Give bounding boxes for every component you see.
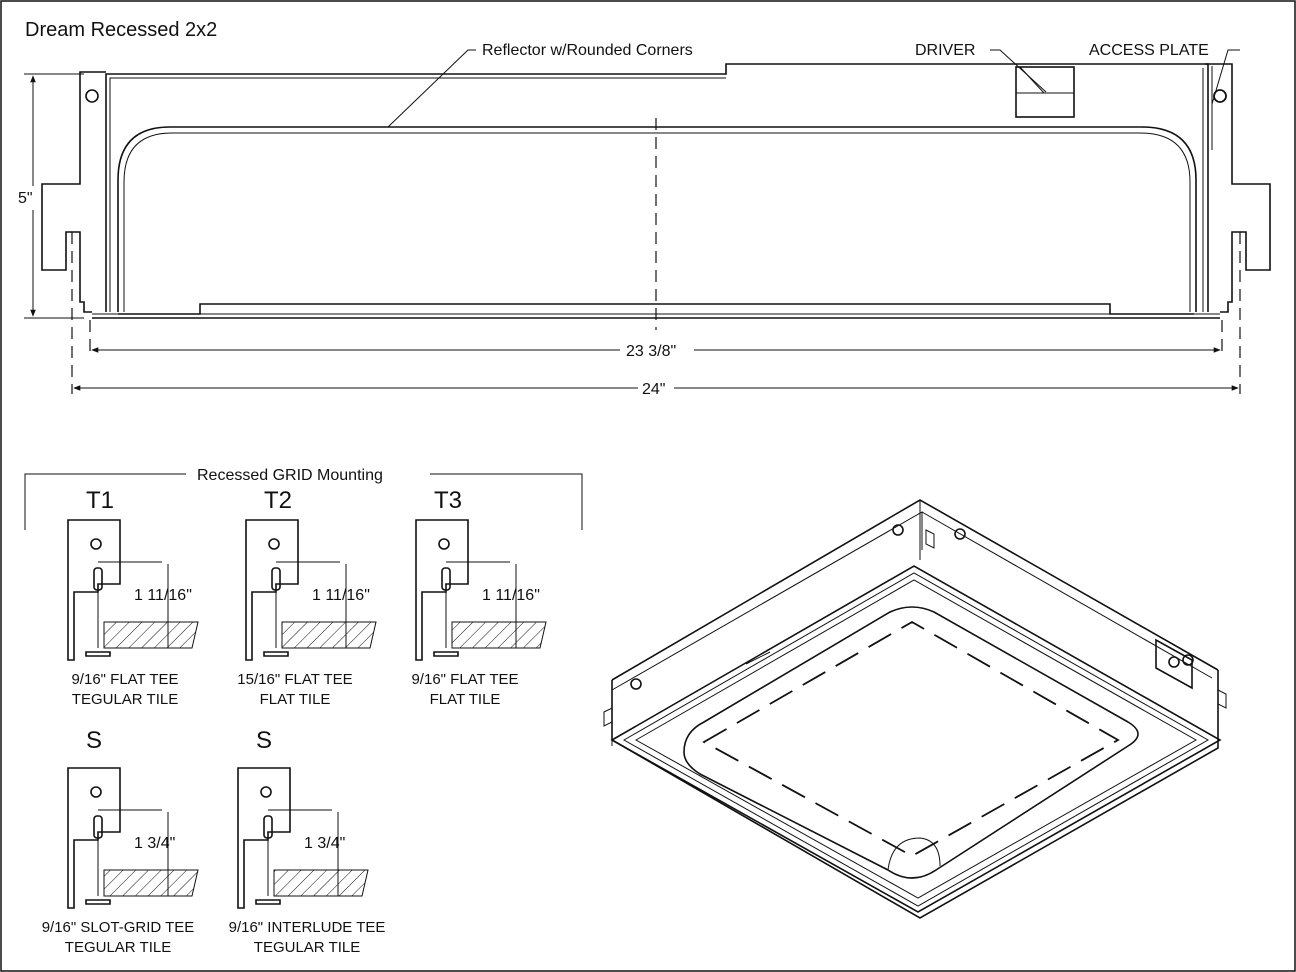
detail-caption-line2: FLAT TILE <box>430 691 501 708</box>
mounting-detail-3: T3 1 11/16" 9/16" FLAT TEE FLAT TILE <box>411 487 547 708</box>
detail-caption-line2: TEGULAR TILE <box>72 691 178 708</box>
detail-code: T1 <box>86 487 114 514</box>
reflector-rounded-corners <box>117 126 1197 312</box>
detail-caption-line1: 15/16" FLAT TEE <box>237 671 352 688</box>
driver-label: DRIVER <box>915 42 975 59</box>
height-dimension: 5" <box>18 190 33 207</box>
detail-code: T2 <box>264 487 292 514</box>
detail-caption-line1: 9/16" INTERLUDE TEE <box>229 919 386 936</box>
detail-hole <box>438 538 450 550</box>
section-view: Reflector w/Rounded Corners DRIVER ACCES… <box>18 42 1271 398</box>
left-bracket-hole <box>85 89 99 103</box>
mounting-detail-4: S 1 3/4" 9/16" SLOT-GRID TEE TEGULAR TILE <box>42 727 199 956</box>
detail-hole <box>268 538 280 550</box>
detail-dimension: 1 3/4" <box>134 835 175 852</box>
detail-dimension: 1 3/4" <box>304 835 345 852</box>
left-mounting-bracket <box>41 71 106 313</box>
outer-width-dimension: 24" <box>642 381 665 398</box>
detail-dimension: 1 11/16" <box>312 587 370 604</box>
mounting-detail-2: T2 1 11/16" 15/16" FLAT TEE FLAT TILE <box>237 487 377 708</box>
detail-caption-line1: 9/16" FLAT TEE <box>411 671 518 688</box>
detail-hole <box>260 786 272 798</box>
ceiling-tile <box>281 621 377 649</box>
detail-hole <box>90 538 102 550</box>
isometric-view <box>603 499 1227 919</box>
detail-dimension: 1 11/16" <box>482 587 540 604</box>
driver-box <box>1015 66 1075 118</box>
detail-caption-line2: FLAT TILE <box>260 691 331 708</box>
mounting-detail-5: S 1 3/4" 9/16" INTERLUDE TEE TEGULAR TILE <box>229 727 386 956</box>
housing-outline <box>105 63 1209 312</box>
iso-flange <box>610 565 1222 913</box>
drawing-title: Dream Recessed 2x2 <box>25 19 217 41</box>
iso-reflector <box>683 606 1139 879</box>
detail-caption-line2: TEGULAR TILE <box>65 939 171 956</box>
ceiling-tile <box>103 869 199 897</box>
access-plate-label: ACCESS PLATE <box>1089 42 1209 59</box>
mounting-detail-1: T1 1 11/16" 9/16" FLAT TEE TEGULAR TILE <box>67 487 199 708</box>
detail-caption-line1: 9/16" FLAT TEE <box>71 671 178 688</box>
ceiling-tile <box>103 621 199 649</box>
detail-code: S <box>256 727 272 754</box>
detail-caption-line2: TEGULAR TILE <box>254 939 360 956</box>
mounting-section: Recessed GRID Mounting <box>24 467 583 530</box>
detail-dimension: 1 11/16" <box>134 587 192 604</box>
detail-caption-line1: 9/16" SLOT-GRID TEE <box>42 919 195 936</box>
reflector-label: Reflector w/Rounded Corners <box>482 42 693 59</box>
detail-code: S <box>86 727 102 754</box>
detail-code: T3 <box>434 487 462 514</box>
detail-hole <box>90 786 102 798</box>
inner-width-dimension: 23 3/8" <box>626 343 676 360</box>
mounting-header: Recessed GRID Mounting <box>197 467 383 484</box>
right-mounting-bracket <box>1205 63 1271 313</box>
ceiling-tile <box>273 869 369 897</box>
ceiling-tile <box>451 621 547 649</box>
